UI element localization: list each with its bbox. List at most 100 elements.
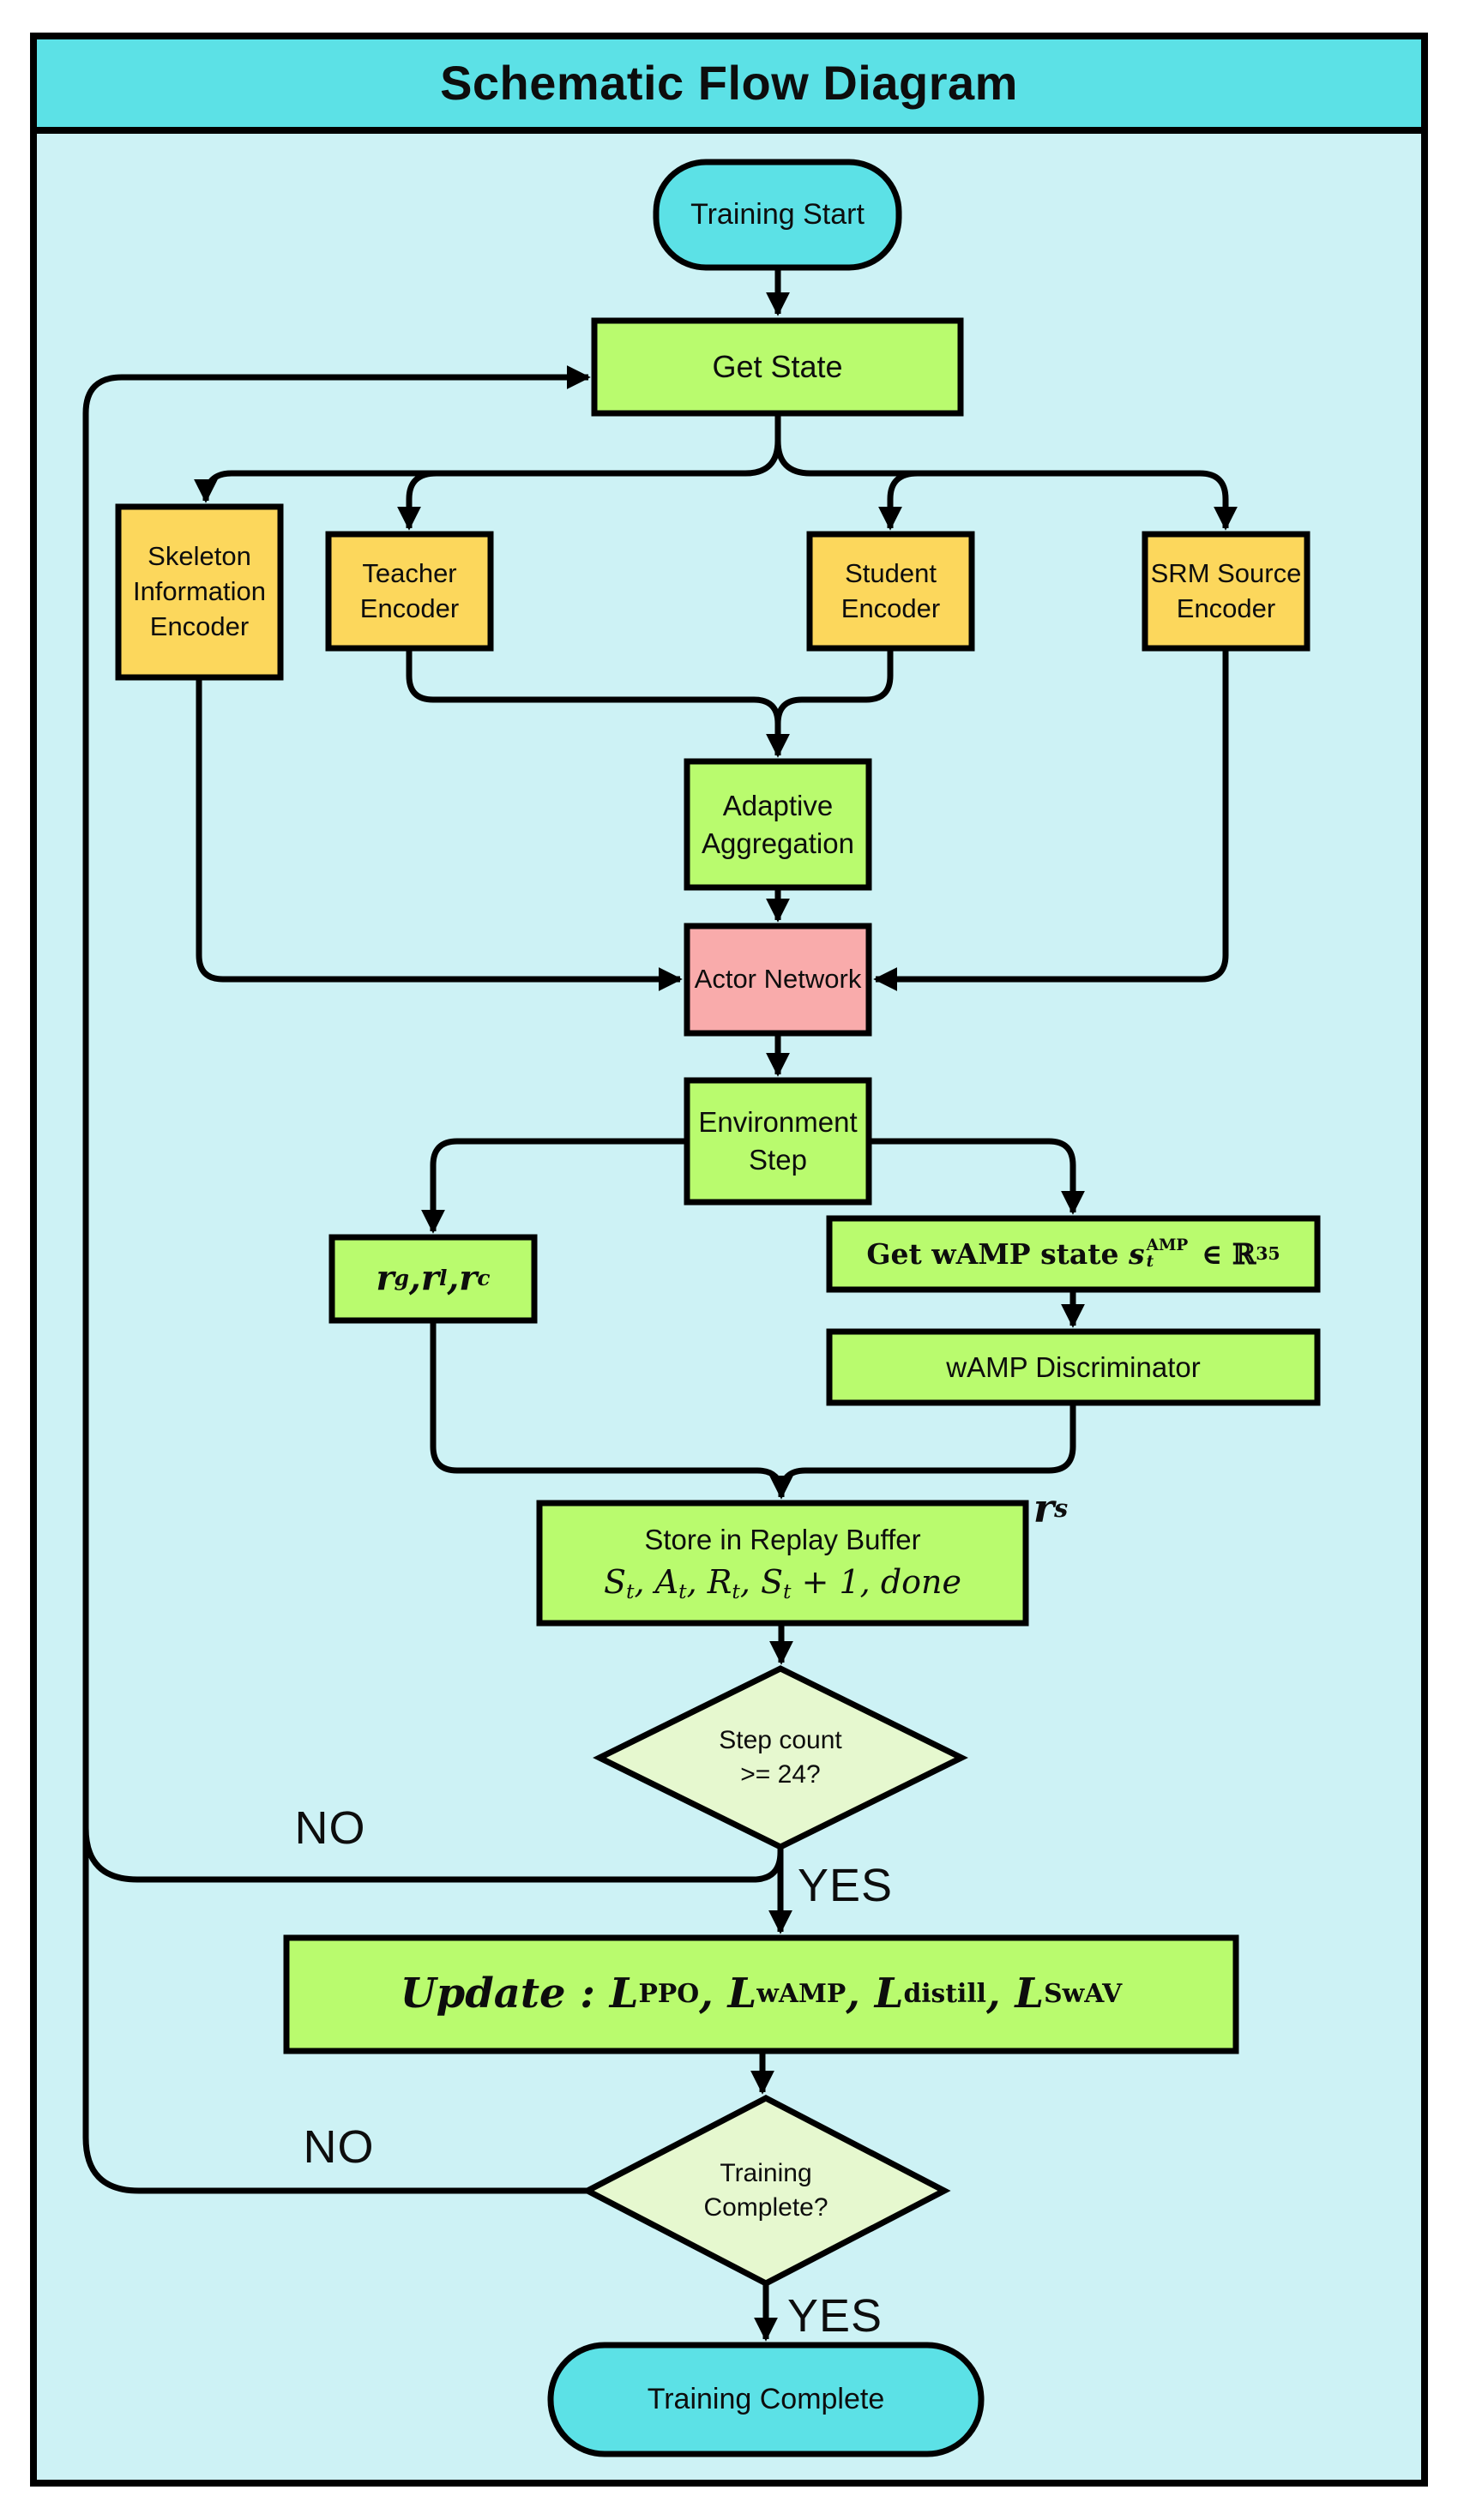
skeleton-encoder-shape (115, 503, 284, 681)
wamp-discriminator-label: wAMP Discriminator (946, 1350, 1201, 1383)
env-line-1: Environment (698, 1106, 858, 1139)
replay-buffer-label: Store in Replay Buffer St, At, Rt, St + … (539, 1503, 1026, 1623)
step-count-line-2: >= 24? (740, 1760, 821, 1789)
update-shape (283, 1934, 1239, 2054)
training-complete-line-2: Complete? (703, 2193, 828, 2222)
reward-r3: r (459, 1258, 478, 1299)
reward-sup-l: l (438, 1266, 448, 1291)
edge-student-adaptive (774, 648, 894, 739)
environment-step-label: Environment Step (687, 1080, 869, 1202)
start-node-shape (653, 159, 902, 271)
real-set-symbol: ℝ (1232, 1236, 1256, 1271)
teacher-encoder-label: Teacher Encoder (328, 534, 491, 648)
reward-r2: r (420, 1258, 439, 1299)
adaptive-line-2: Aggregation (702, 827, 854, 859)
end-node-shape (547, 2342, 985, 2457)
store-A: , A (634, 1562, 679, 1601)
wamp-state-sub: t (1146, 1252, 1154, 1271)
training-complete-diamond-label: Training Complete? (587, 2098, 944, 2283)
store-A-sub: t (678, 1579, 687, 1603)
step-count-diamond-label: Step count >= 24? (599, 1669, 961, 1847)
wamp-state-shape (826, 1215, 1321, 1293)
reward-sep1: , (408, 1258, 421, 1299)
srm-line-2: Encoder (1176, 592, 1276, 623)
wamp-state-sup: AMP (1146, 1236, 1189, 1254)
training-complete-diamond-shape (581, 2095, 951, 2287)
no-label-complete: NO (303, 2120, 375, 2173)
student-line-2: Encoder (840, 592, 941, 623)
store-S2-sub: t (783, 1579, 792, 1603)
wamp-state-prefix: Get wAMP state (866, 1236, 1119, 1271)
teacher-line-2: Encoder (359, 592, 460, 623)
student-encoder-label: Student Encoder (810, 534, 972, 648)
adaptive-aggregation-shape (684, 758, 872, 891)
store-done: + 1, done (791, 1562, 961, 1601)
reward-s-sup: s (1054, 1493, 1069, 1523)
store-R: , R (686, 1562, 732, 1601)
srm-encoder-label: SRM Source Encoder (1145, 534, 1307, 648)
store-line-2: St, At, Rt, St + 1, done (604, 1561, 961, 1605)
edge-getstate-skeleton (194, 413, 781, 503)
skeleton-line-2: Information (132, 576, 267, 607)
reward-r1: r (376, 1258, 395, 1299)
step-count-diamond-shape (593, 1665, 968, 1850)
start-node-label: Training Start (690, 198, 865, 232)
training-complete-line-1: Training (720, 2159, 812, 2188)
wamp-state-exp: 35 (1256, 1243, 1280, 1264)
update-sub-wamp: wAMP (756, 1979, 846, 2010)
end-node-label: Training Complete (647, 2383, 885, 2416)
edge-srm-actor (873, 648, 1229, 991)
get-state-shape (591, 317, 964, 417)
wamp-discriminator-shape (826, 1328, 1321, 1406)
edge-getstate-student (878, 470, 919, 531)
page-title: Schematic Flow Diagram (440, 56, 1018, 111)
srm-encoder-shape (1142, 531, 1310, 652)
edge-env-rewards (421, 1138, 687, 1234)
store-S1-sub: t (626, 1579, 635, 1603)
reward-sep2: , (447, 1258, 460, 1299)
store-S2: , S (739, 1562, 784, 1601)
update-sub-swav: SwAV (1044, 1979, 1123, 2010)
edge-env-wampstate (869, 1138, 1085, 1215)
teacher-line-1: Teacher (362, 557, 457, 588)
environment-step-shape (684, 1077, 872, 1206)
reward-sup-c: c (477, 1266, 491, 1291)
edge-decision1-getstate-no (82, 365, 784, 1883)
skeleton-line-3: Encoder (149, 610, 250, 641)
reward-sup-g: g (394, 1266, 409, 1291)
edge-getstate-teacher (397, 470, 437, 531)
replay-buffer-shape (536, 1500, 1029, 1627)
update-L-swav: , L (985, 1970, 1045, 2018)
step-count-line-1: Step count (719, 1726, 842, 1755)
get-state-label: Get State (712, 349, 843, 385)
store-R-sub: t (732, 1579, 740, 1603)
yes-label-step: YES (798, 1859, 894, 1911)
student-line-1: Student (845, 557, 937, 588)
update-sub-distill: distill (903, 1979, 986, 2010)
skeleton-line-1: Skeleton (148, 541, 251, 572)
env-line-2: Step (749, 1144, 807, 1176)
store-S1: S (603, 1562, 627, 1601)
skeleton-encoder-label: Skeleton Information Encoder (118, 507, 280, 677)
title-bar (30, 33, 1428, 134)
actor-network-shape (684, 923, 872, 1037)
edge-decision2-getstate-no (82, 1828, 587, 2194)
update-sub-ppo: PPO (638, 1979, 700, 2010)
student-encoder-shape (806, 531, 975, 652)
edge-skeleton-actor (196, 677, 683, 991)
update-L-wamp: , L (699, 1970, 757, 2018)
update-L-distill: , L (846, 1970, 904, 2018)
element-of-symbol: ∈ (1201, 1236, 1223, 1271)
connectors (82, 268, 1238, 2342)
reward-s-base: r (1033, 1485, 1055, 1532)
rewards-shape (328, 1234, 538, 1324)
no-label-step: NO (294, 1801, 366, 1854)
yes-label-complete: YES (787, 2289, 883, 2342)
actor-network-label: Actor Network (694, 964, 862, 995)
